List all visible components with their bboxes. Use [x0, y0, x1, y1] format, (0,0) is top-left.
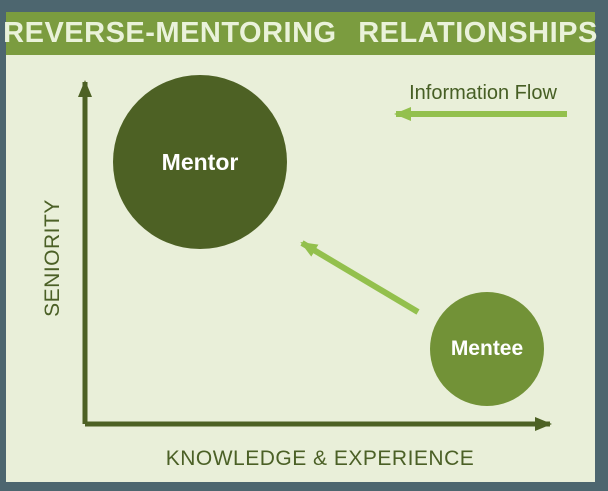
page-title: REVERSE-MENTORING RELATIONSHIPS [3, 17, 598, 49]
mentee-bubble [430, 292, 544, 406]
x-axis-label: KNOWLEDGE & EXPERIENCE [165, 447, 475, 470]
y-axis-label: SENIORITY [41, 199, 64, 317]
mentor-label: Mentor [161, 148, 239, 175]
title-bar: REVERSE-MENTORING RELATIONSHIPS [3, 12, 598, 55]
mentee-label: Mentee [450, 337, 524, 360]
information-flow-label: Information Flow [409, 82, 557, 104]
mentor-bubble [113, 75, 287, 249]
mentee-to-mentor-arrow [300, 240, 420, 315]
